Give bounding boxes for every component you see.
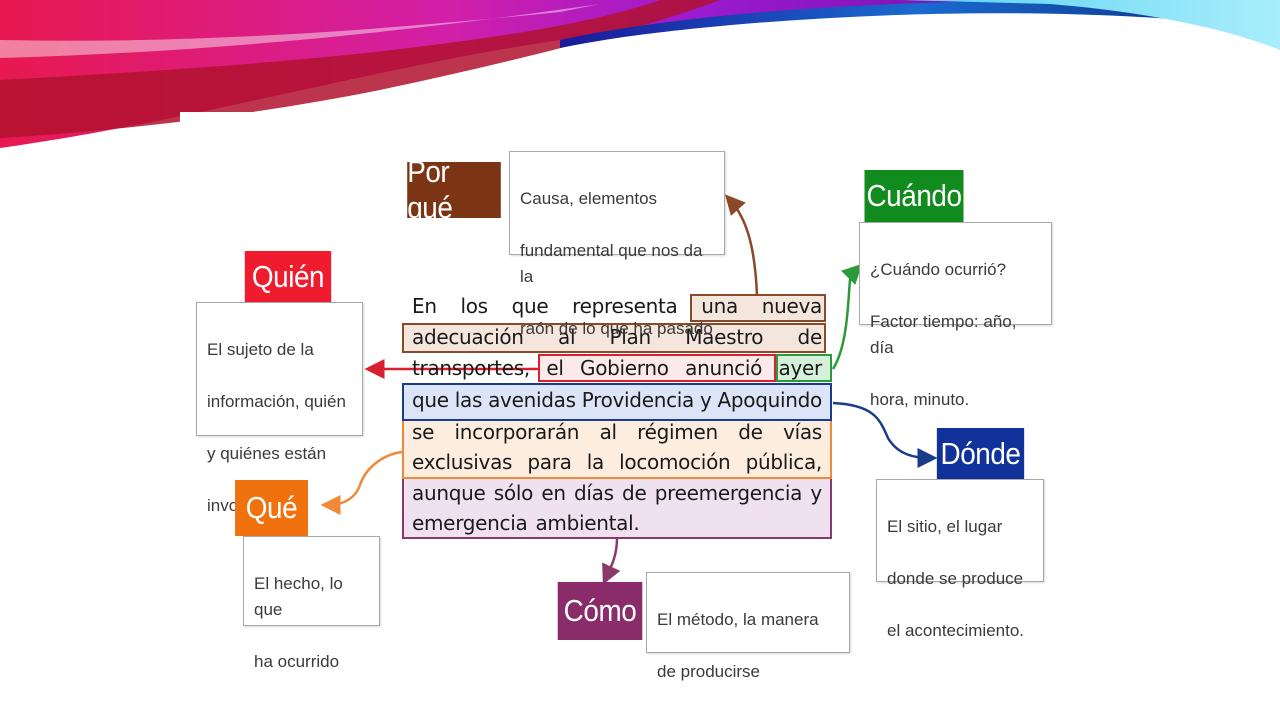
desc-line: ¿Cuándo ocurrió?	[870, 260, 1007, 279]
word: se	[412, 420, 435, 444]
word: emergencia	[412, 511, 528, 535]
decorative-banner	[0, 0, 1280, 160]
paragraph-line-4: que las avenidas Providencia y Apoquindo	[412, 385, 822, 415]
desc-line: Causa, elementos	[520, 189, 658, 208]
word: de	[622, 481, 647, 505]
word: Maestro	[685, 325, 764, 349]
highlight-quien	[538, 354, 776, 382]
word: aunque	[412, 481, 486, 505]
highlight-como	[402, 479, 832, 539]
word: sólo	[493, 481, 534, 505]
desc-line: donde se produce	[887, 569, 1024, 588]
paragraph-line-7: aunque sólo en días de preemergencia y	[412, 478, 822, 508]
word: anunció	[685, 356, 763, 380]
word: ambiental.	[535, 511, 640, 535]
word: al	[557, 325, 576, 349]
connector-como	[602, 537, 621, 585]
label-como: Cómo	[557, 582, 643, 640]
desc-line: el acontecimiento.	[887, 621, 1025, 640]
desc-line: fundamental que nos da la	[520, 241, 703, 286]
desc-quien: El sujeto de la información, quién y qui…	[196, 302, 363, 515]
label-donde: Dónde	[936, 428, 1025, 480]
desc-line: El sitio, el lugar	[887, 517, 1003, 536]
paragraph-line-2: adecuación al Plan Maestro de	[412, 322, 822, 352]
word: Apoquindo	[717, 388, 823, 412]
connector-cuando	[831, 263, 863, 370]
highlight-donde	[402, 383, 832, 421]
word: que	[511, 294, 549, 318]
word: representa	[572, 294, 678, 318]
word: en	[541, 481, 566, 505]
desc-line: El sujeto de la	[207, 340, 314, 359]
word: al	[599, 420, 618, 444]
word: En	[412, 294, 437, 318]
word: y	[699, 388, 712, 412]
paragraph-line-3: transportes, el Gobierno anunció ayer	[412, 353, 822, 383]
desc-line: ha ocurrido	[254, 652, 340, 671]
desc-cuando: ¿Cuándo ocurrió? Factor tiempo: año, día…	[859, 222, 1052, 409]
word: locomoción	[619, 450, 731, 474]
word: preemergencia	[654, 481, 803, 505]
desc-line: y quiénes están	[207, 444, 327, 463]
label-por-que: Por qué	[407, 154, 501, 225]
desc-line: El método, la manera	[657, 610, 819, 629]
highlight-porque-line1	[690, 294, 826, 322]
word: vías	[783, 420, 822, 444]
highlight-que	[402, 421, 832, 479]
word: el	[546, 356, 564, 380]
word: ayer	[778, 356, 823, 380]
word: nueva	[761, 294, 823, 318]
paragraph-line-8: emergencia ambiental.	[412, 508, 822, 538]
word: incorporarán	[454, 420, 580, 444]
label-que: Qué	[235, 480, 308, 536]
word: avenidas	[488, 388, 576, 412]
word: de	[738, 420, 763, 444]
highlight-cuando	[776, 354, 832, 382]
word: los	[460, 294, 488, 318]
word: que	[412, 388, 449, 412]
paragraph-line-1: En los que representa una nueva	[412, 291, 822, 321]
label-quien: Quién	[244, 251, 332, 303]
word: pública,	[745, 450, 823, 474]
desc-line: Factor tiempo: año, día	[870, 312, 1017, 357]
word: la	[586, 450, 605, 474]
word: Providencia	[581, 388, 695, 412]
connector-porque	[724, 194, 759, 296]
desc-donde: El sitio, el lugar donde se produce el a…	[876, 479, 1044, 640]
desc-line: información, quién	[207, 392, 346, 411]
paragraph-line-5: se incorporarán al régimen de vías	[412, 417, 822, 447]
word: régimen	[637, 420, 718, 444]
desc-line: de producirse	[657, 662, 761, 681]
word: adecuación	[412, 325, 524, 349]
word: transportes,	[412, 356, 530, 380]
paragraph-line-6: exclusivas para la locomoción pública,	[412, 447, 822, 477]
desc-line: El hecho, lo que	[254, 574, 343, 619]
word: exclusivas	[412, 450, 513, 474]
desc-line: raón de lo que ha pasado	[520, 319, 713, 338]
desc-que: El hecho, lo que ha ocurrido	[243, 536, 380, 671]
word: Gobierno	[580, 356, 669, 380]
word: días	[574, 481, 614, 505]
highlight-porque-line2	[402, 323, 826, 353]
desc-por-que: Causa, elementos fundamental que nos da …	[509, 151, 725, 338]
word: una	[701, 294, 738, 318]
word: de	[797, 325, 823, 349]
word: Plan	[609, 325, 652, 349]
label-cuando: Cuándo	[864, 170, 964, 222]
word: y	[810, 481, 822, 505]
desc-line: hora, minuto.	[870, 390, 970, 409]
word: las	[454, 388, 483, 412]
desc-como: El método, la manera de producirse	[646, 572, 850, 681]
word: para	[527, 450, 572, 474]
